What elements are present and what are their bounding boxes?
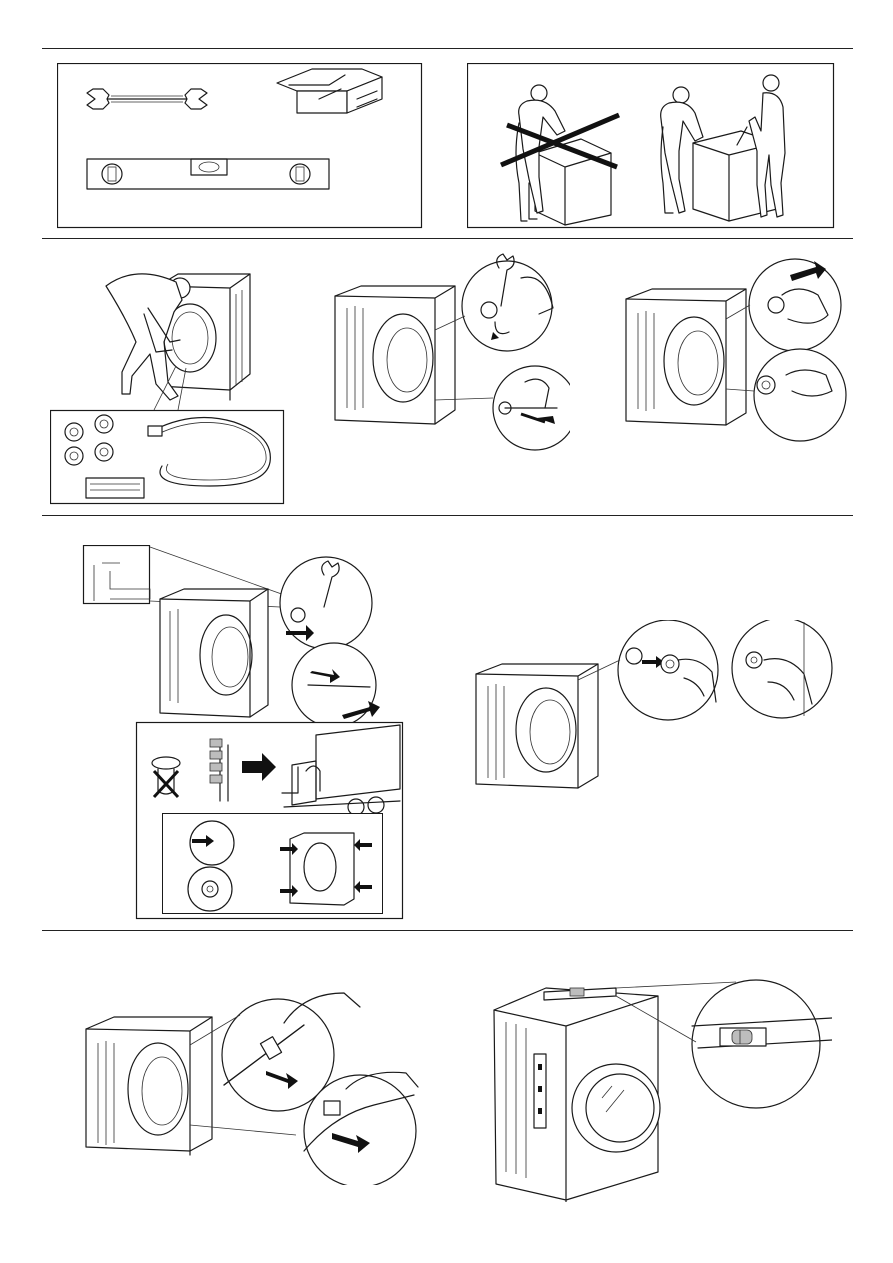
unpack-figure: [50, 258, 286, 506]
leveling-figure: [492, 962, 832, 1202]
caps-figure: [472, 620, 840, 790]
transport-info-figure: [80, 545, 406, 920]
tools-panel: [57, 63, 423, 229]
separator-top: [42, 48, 853, 49]
lifting-panel: [467, 63, 835, 229]
spirit-level-icon: [87, 159, 329, 189]
hose-release-figure: [84, 975, 434, 1185]
separator-2: [42, 515, 853, 516]
separator-3: [42, 930, 853, 931]
remove-spacers-figure: [620, 255, 850, 445]
separator-1: [42, 238, 853, 239]
remove-bolts-figure: [325, 248, 570, 453]
